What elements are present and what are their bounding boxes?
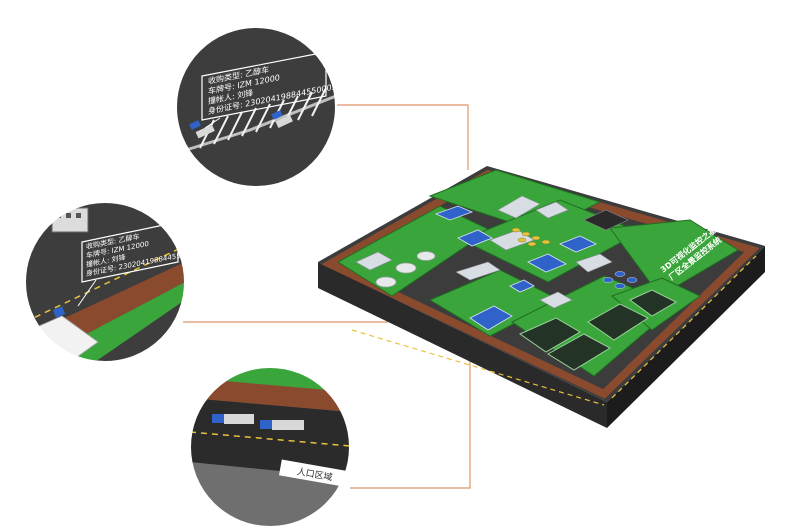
white-building-5 [355,251,393,271]
blue-roof-buildings [434,205,597,331]
tank-1 [375,276,397,288]
white-building-2 [455,261,501,281]
info-box-left [81,221,179,283]
road-lane-line-right [611,255,757,399]
yellow-tank-2 [521,231,531,237]
blue-tank-1 [602,277,614,283]
yellow-tank-1 [511,227,521,233]
white-building-7 [535,201,569,219]
white-building-6 [497,195,541,219]
road-lane-line [351,329,605,406]
callout-parking-lot: 收购类型: 乙醇车 车牌号: IZM 12000 撞帐人: 刘锋 身份证号: 2… [175,26,337,188]
yellow-tank-5 [517,237,527,243]
building-6 [434,205,474,221]
building-2 [469,305,513,331]
tank-2 [395,262,417,274]
yellow-tank-6 [527,241,537,247]
pond-1 [518,317,581,353]
callout-entrance-road: 人口区域 [189,366,351,528]
white-building-3 [575,253,613,273]
green-zone-east [609,219,739,297]
white-tanks [375,251,436,288]
pond-3 [587,303,650,341]
plant-board: 3D可视化监控之基 厂区全景监控系统 [318,166,765,428]
building-4 [559,235,597,253]
parked-trucks [189,110,293,139]
building-3 [527,253,567,273]
dark-building [583,209,629,231]
road-trucks [212,414,304,430]
blue-tanks [602,271,638,289]
road-sign: 人口区域 [279,459,350,488]
leader-lines [183,104,471,489]
board-side-left [318,262,607,428]
blue-tank-3 [614,271,626,277]
pond-2 [547,333,612,371]
tank-3 [416,251,436,261]
yellow-tank-3 [531,235,541,241]
yellow-tank-4 [541,239,551,245]
pond-4 [629,289,678,317]
guard-house [51,207,89,233]
building-1 [457,229,493,247]
white-buildings [355,195,613,309]
leader-line-bottom [350,360,471,489]
blue-tank-2 [614,283,626,289]
building-5 [509,279,535,293]
brick-border [321,169,760,399]
info-box-top [201,51,327,121]
blue-tank-4 [626,277,638,283]
white-building-4 [539,291,573,309]
yellow-tanks [511,227,551,247]
callout-gate-road: 收购类型: 乙醇车 车牌号: IZM 12000 撞帐人: 刘锋 身份证号: 2… [24,201,198,363]
board-side-right [607,246,765,428]
leader-line-top [336,104,469,170]
